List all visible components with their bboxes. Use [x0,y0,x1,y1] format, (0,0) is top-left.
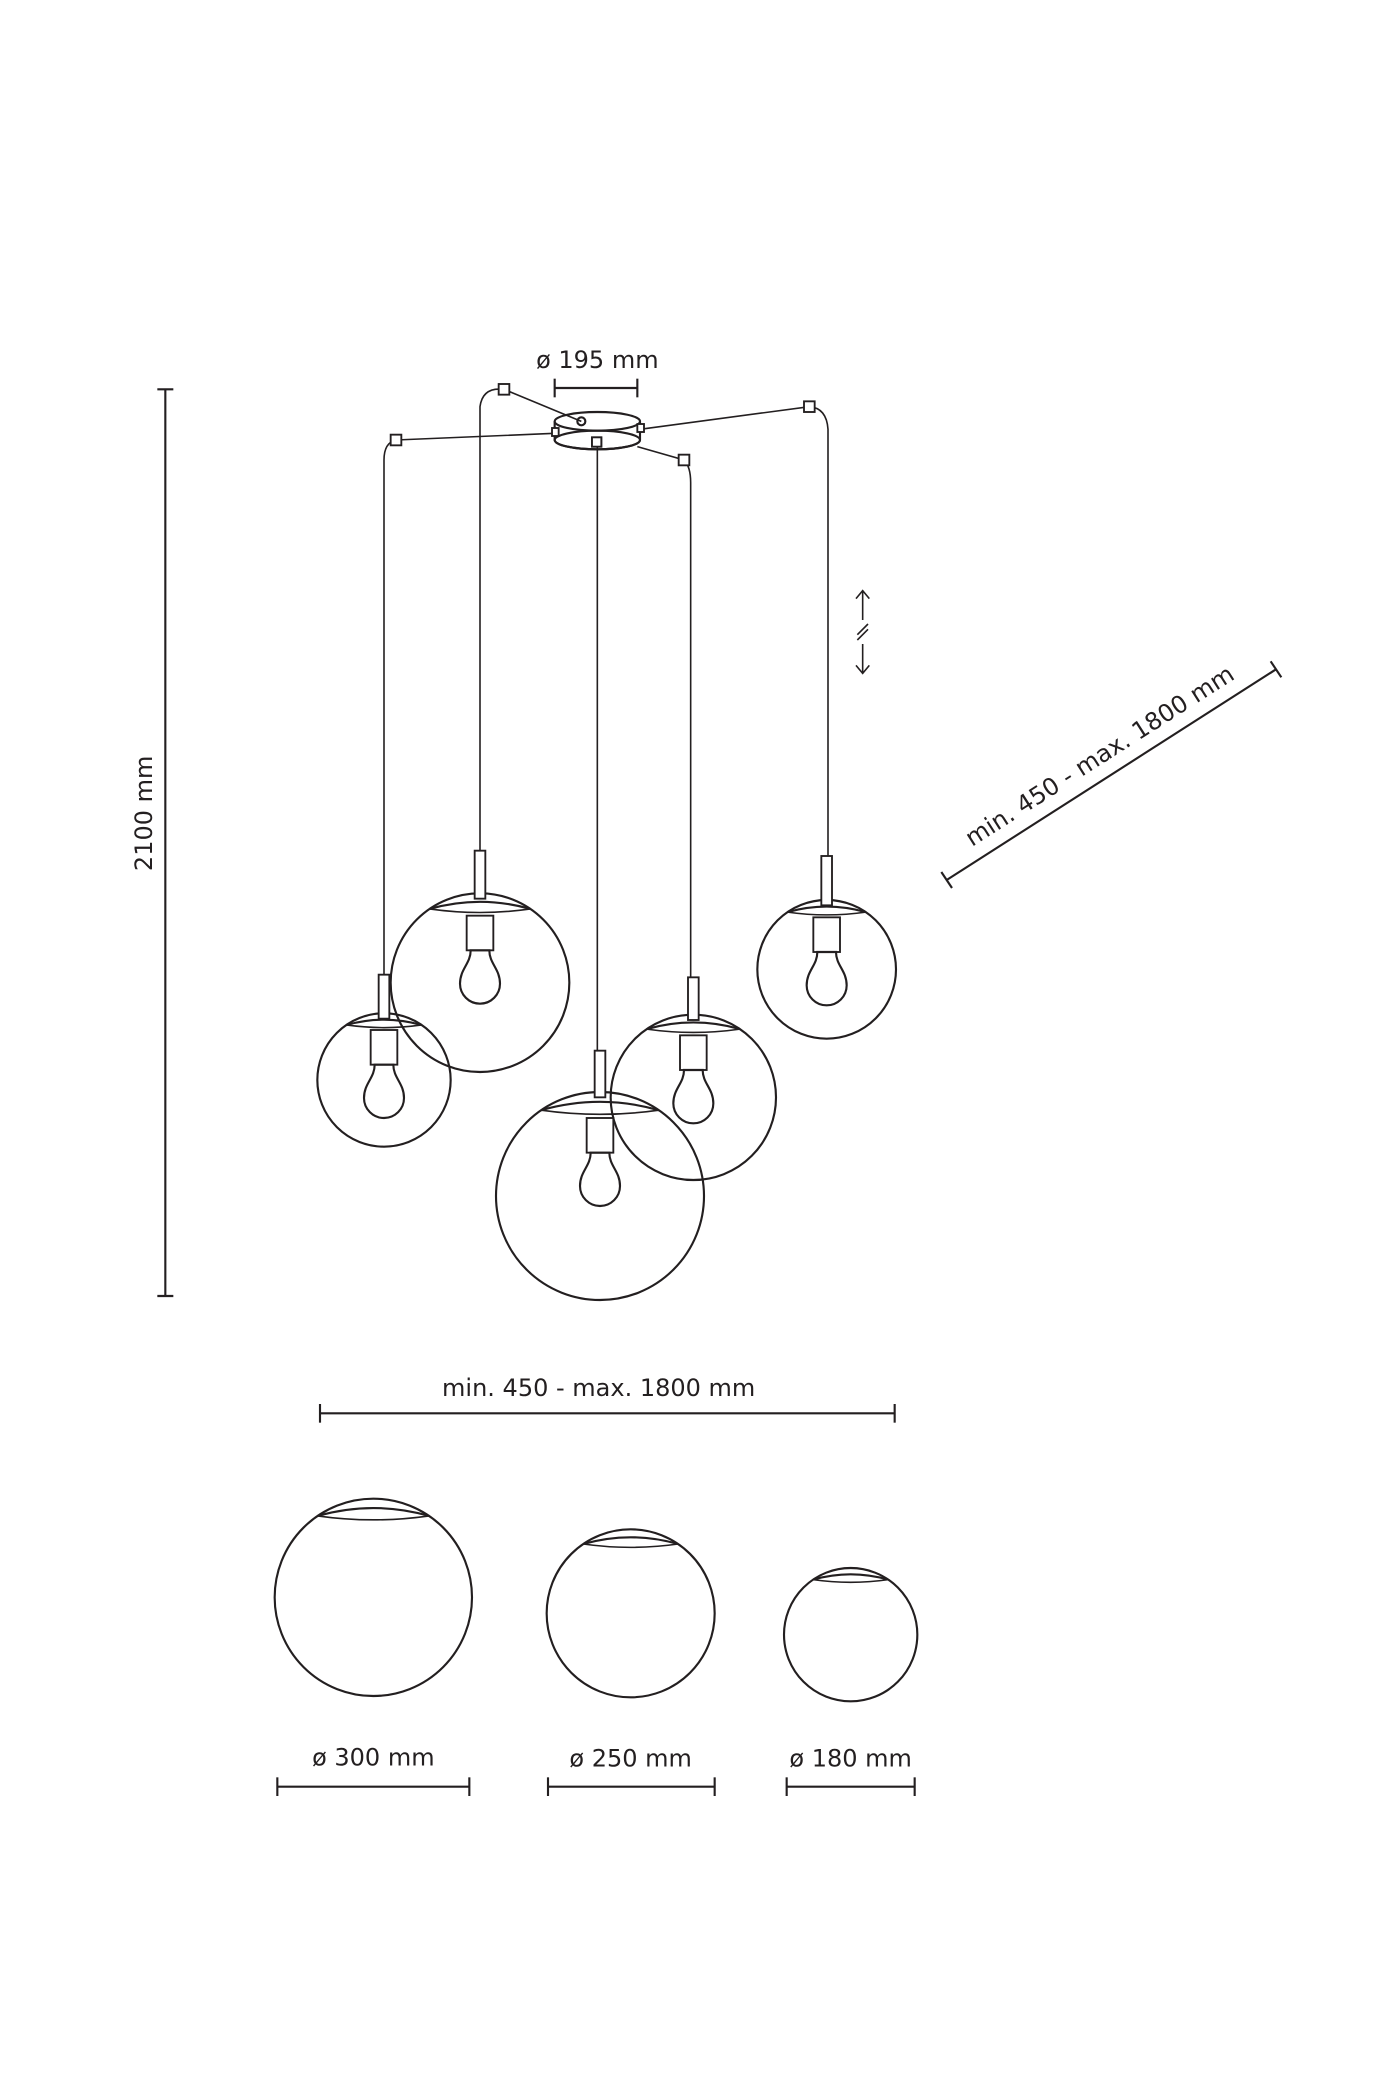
globe-size-legend [273,1497,919,1796]
socket-rod [687,976,700,1021]
pendant-globes [316,849,898,1302]
horizontal-dimension-line [318,1404,896,1423]
globe-size-outline [273,1497,474,1698]
lamp-socket [369,1029,399,1066]
height-label: 2100 mm [130,756,158,871]
diagonal-dimension-line [940,660,1283,889]
cables [383,388,829,1051]
pendant-globe [609,976,778,1182]
lamp-socket [679,1034,708,1071]
height-dimension-line [157,388,174,1298]
socket-rod [377,973,391,1020]
pendant-globe [494,1049,706,1302]
globe-180-label: ø 180 mm [789,1745,912,1773]
lamp-socket [465,914,495,952]
ceiling-canopy [551,410,645,451]
globe-diameter-line [276,1777,471,1796]
globe-diameter-line [785,1777,916,1796]
diagonal-length-label: min. 450 - max. 1800 mm [960,660,1239,852]
horizontal-length-label: min. 450 - max. 1800 mm [442,1374,755,1402]
lamp-socket [585,1117,615,1154]
socket-rod [473,849,487,900]
pendant-globe [316,973,452,1148]
socket-rod [820,855,833,907]
canopy-diameter-label: ø 195 mm [536,346,659,374]
bulb-icon [672,1068,715,1125]
bulb-icon [362,1063,406,1119]
canopy-dimension-line [553,378,639,398]
globe-300-label: ø 300 mm [312,1743,435,1771]
globe-size-outline [545,1528,716,1699]
globe-diameter-line [546,1777,716,1796]
globe-size-outline [782,1566,919,1703]
bulb-icon [578,1151,622,1207]
bulb-icon [458,949,502,1005]
lamp-socket [812,916,841,953]
globe-250-label: ø 250 mm [569,1745,692,1773]
cable-clips [389,383,816,467]
adjustable-length-icon [855,589,870,675]
pendant-globe [756,855,898,1040]
bulb-icon [805,950,848,1007]
socket-rod [593,1049,607,1099]
pendant-globe [389,849,571,1074]
